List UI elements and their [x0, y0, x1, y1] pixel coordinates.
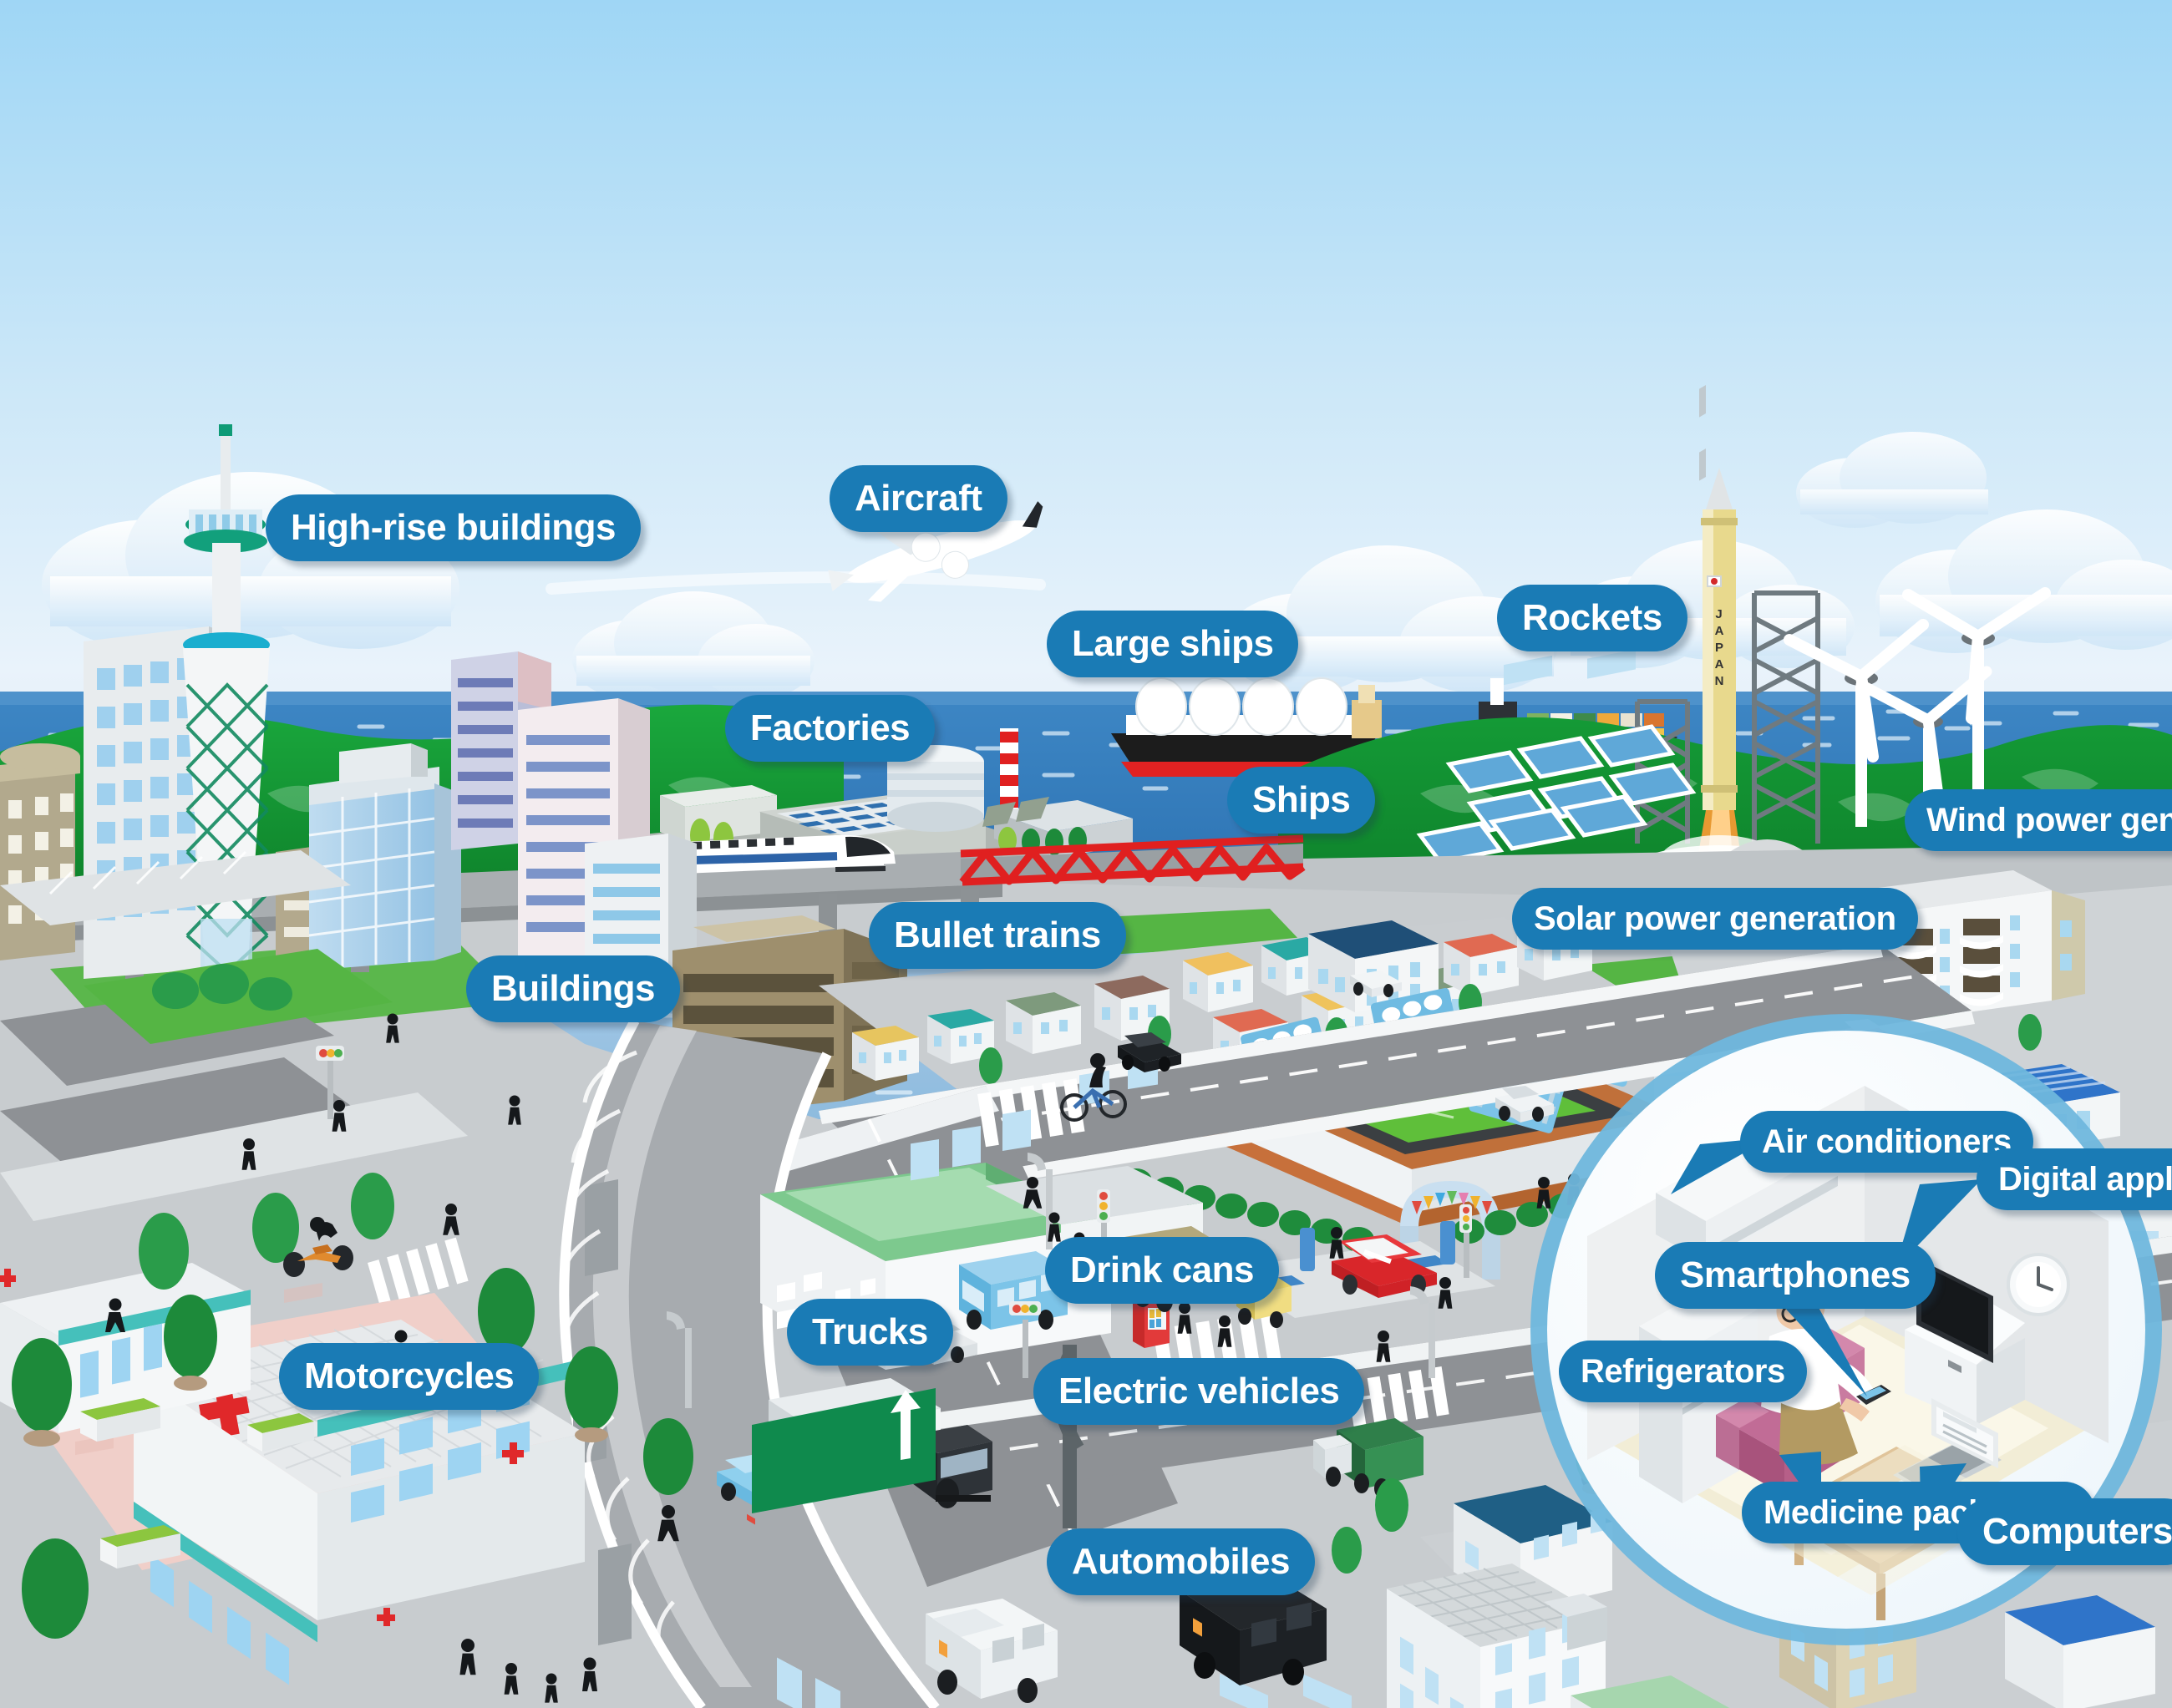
white-sedan — [1495, 1086, 1554, 1123]
svg-text:A: A — [1715, 624, 1724, 638]
hospital-windows — [150, 1374, 530, 1685]
charge-posts — [1300, 1221, 1455, 1271]
flat-screen-tv — [1905, 1258, 2025, 1425]
svg-text:N: N — [1715, 674, 1724, 688]
label-ships[interactable]: Ships — [1227, 767, 1376, 834]
red-truss-railway-bridge — [959, 834, 1306, 886]
wall-clock — [2007, 1253, 2070, 1316]
label-automobiles[interactable]: Automobiles — [1047, 1528, 1315, 1595]
label-trucks[interactable]: Trucks — [787, 1299, 953, 1366]
horizon-band — [0, 692, 2172, 705]
solar-panel-array — [1416, 724, 1697, 864]
label-electric-vehicles[interactable]: Electric vehicles — [1033, 1358, 1365, 1425]
label-drink-cans[interactable]: Drink cans — [1045, 1237, 1279, 1304]
lng-tanker — [1111, 677, 1382, 777]
svg-text:J: J — [1715, 607, 1723, 621]
label-wind-power-generation[interactable]: Wind power generation — [1905, 789, 2172, 851]
label-smartphones[interactable]: Smartphones — [1655, 1242, 1936, 1309]
storage-tank — [887, 745, 984, 832]
label-aircraft[interactable]: Aircraft — [830, 465, 1007, 532]
label-high-rise-buildings[interactable]: High-rise buildings — [266, 494, 641, 561]
street-lights — [667, 1153, 1435, 1408]
label-large-ships[interactable]: Large ships — [1047, 611, 1299, 677]
red-suv — [1332, 1234, 1437, 1298]
planters — [80, 1398, 314, 1569]
wind-turbines — [1784, 587, 2051, 854]
label-buildings[interactable]: Buildings — [466, 955, 680, 1022]
label-rockets[interactable]: Rockets — [1497, 585, 1687, 651]
traffic-signal-left — [316, 1046, 344, 1119]
striped-chimney — [1000, 728, 1018, 825]
svg-text:A: A — [1715, 657, 1724, 672]
label-solar-power-generation[interactable]: Solar power generation — [1512, 888, 1918, 950]
hospital-trees — [12, 1268, 693, 1639]
label-factories[interactable]: Factories — [725, 695, 936, 762]
white-minivan — [926, 1599, 1058, 1703]
hospital — [0, 1263, 693, 1685]
overhead-road-sign — [752, 1271, 1084, 1528]
rocket-body: J A P A N — [1701, 468, 1738, 810]
motorcycle — [283, 1217, 353, 1277]
green-truck — [1313, 1418, 1423, 1498]
label-digital-appliances[interactable]: Digital appliances — [1977, 1148, 2172, 1210]
red-cross-roof — [199, 1386, 250, 1437]
park-left — [0, 850, 468, 1290]
label-computers[interactable]: Computers — [1957, 1498, 2172, 1565]
small-car-top — [1350, 971, 1402, 997]
aircraft-contrail — [546, 571, 1046, 595]
label-bullet-trains[interactable]: Bullet trains — [869, 902, 1126, 969]
label-refrigerators[interactable]: Refrigerators — [1559, 1341, 1807, 1402]
cross-signs — [0, 1269, 524, 1626]
bunting — [1412, 1191, 1492, 1214]
svg-text:P: P — [1715, 641, 1723, 655]
dark-sedan — [1118, 1032, 1181, 1072]
label-motorcycles[interactable]: Motorcycles — [279, 1343, 540, 1410]
smartphone-device — [1856, 1385, 1891, 1405]
bicycle-rider — [1060, 1053, 1127, 1122]
